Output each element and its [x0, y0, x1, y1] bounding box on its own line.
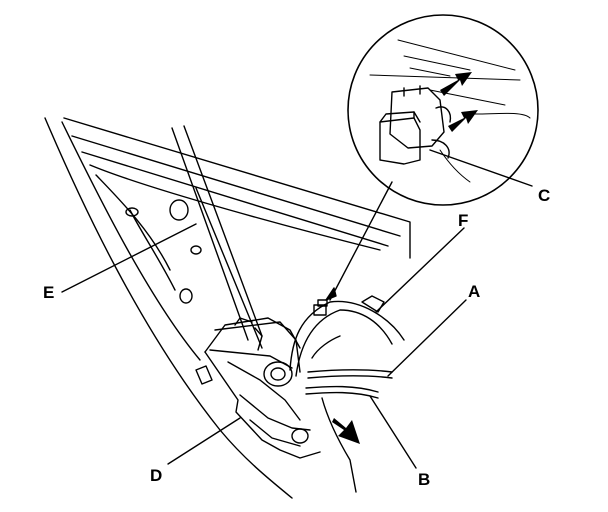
callout-f: F	[458, 211, 468, 230]
callout-d: D	[150, 466, 162, 485]
cable-b	[305, 385, 379, 493]
detail-pointer-arrowhead	[325, 287, 337, 301]
callout-a: A	[468, 282, 480, 301]
detail-magnifier	[347, 14, 539, 206]
regulator-assembly-d	[195, 317, 321, 459]
wire-harness-f	[289, 295, 405, 377]
door-frame	[44, 117, 411, 499]
connector-c-detail	[379, 85, 452, 165]
callout-c: C	[538, 186, 550, 205]
leader-e	[61, 223, 197, 293]
leader-d	[167, 417, 241, 465]
connector-c-installed	[313, 299, 328, 316]
removal-arrows	[440, 72, 478, 132]
panel-holes	[125, 199, 202, 304]
callout-b: B	[418, 470, 430, 489]
detail-pointer-line	[329, 181, 393, 301]
cable-a	[307, 368, 393, 379]
leader-c	[429, 149, 533, 187]
leader-b	[369, 395, 417, 469]
glass-channel-e	[171, 125, 263, 349]
pull-arrow	[332, 418, 360, 444]
leader-f	[375, 227, 465, 313]
leader-a	[387, 299, 467, 377]
callout-e: E	[43, 283, 54, 302]
